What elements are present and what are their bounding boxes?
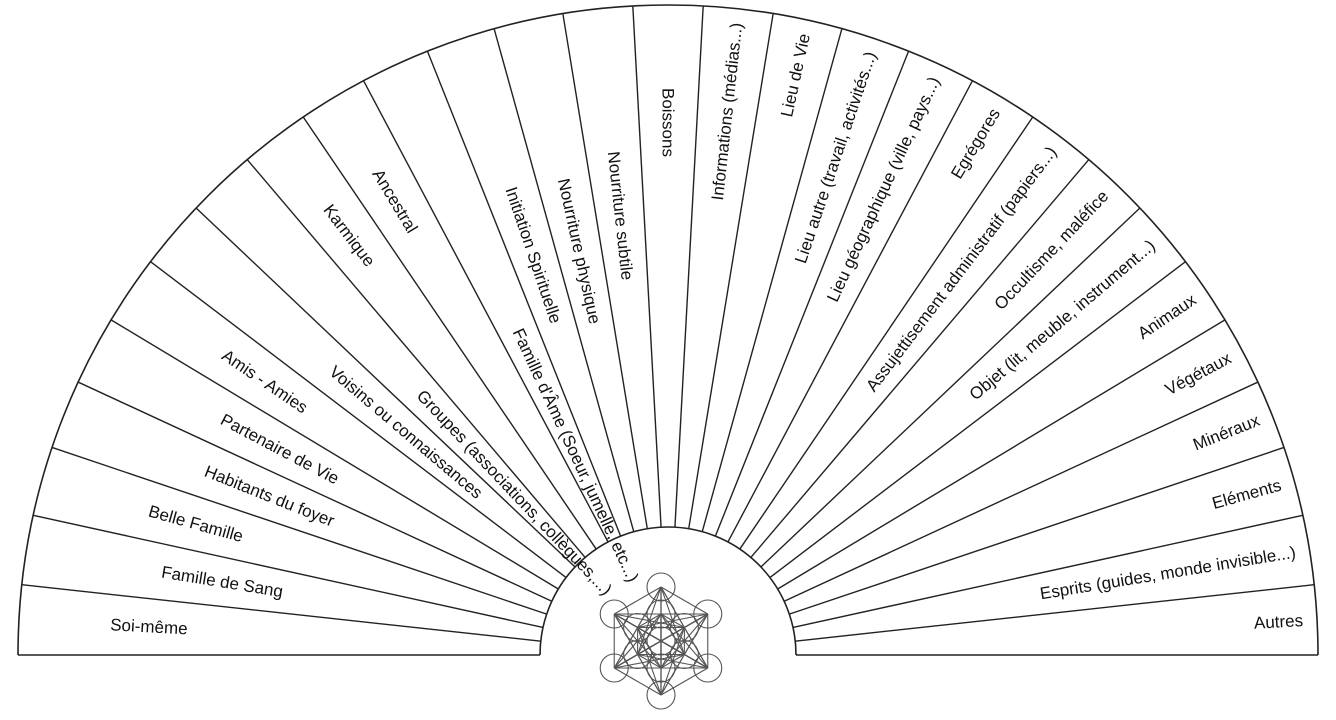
sector-label: Eléments	[1210, 476, 1283, 513]
sector-divider	[196, 208, 575, 567]
emblem-line	[661, 668, 708, 695]
sector-divider	[761, 208, 1140, 567]
sector-divider	[303, 117, 596, 549]
sector-divider	[751, 160, 1089, 558]
sector-label: Karmique	[320, 201, 379, 270]
sector-divider	[633, 6, 661, 527]
sector-label: Objet (lit, meuble, instrument...)	[966, 236, 1159, 404]
sector-label: Autres	[1253, 611, 1303, 633]
sector-label: Soi-même	[110, 615, 188, 638]
sector-divider	[675, 6, 703, 527]
sector-divider	[770, 262, 1186, 578]
sector-divider	[52, 447, 547, 614]
sector-label: Lieu de Vie	[777, 32, 814, 119]
sector-label: Nourriture subtile	[604, 150, 637, 281]
sector-label: Famille de Sang	[160, 563, 284, 602]
sector-label: Initiation Spirituelle	[501, 184, 565, 325]
sector-label: Animaux	[1134, 290, 1200, 343]
sector-divider	[789, 447, 1284, 614]
sector-label: Amis - Amies	[218, 346, 311, 417]
sector-label: Boissons	[659, 88, 678, 157]
sector-label: Minéraux	[1190, 411, 1262, 455]
sector-label: Egrégores	[947, 105, 1004, 182]
metatron-cube-icon	[600, 573, 722, 709]
emblem-line	[614, 668, 661, 695]
sector-divider	[715, 51, 908, 536]
sector-label: Belle Famille	[146, 502, 245, 546]
emblem-line	[614, 587, 661, 614]
sector-label: Végétaux	[1162, 348, 1235, 399]
sector-divider	[33, 515, 543, 627]
sector-divider	[494, 29, 634, 532]
emblem-line	[661, 587, 708, 614]
sector-label: Nourriture physique	[554, 177, 604, 326]
sector-label: Informations (médias...)	[708, 22, 746, 202]
sector-label: Esprits (guides, monde invisible...)	[1039, 543, 1298, 604]
